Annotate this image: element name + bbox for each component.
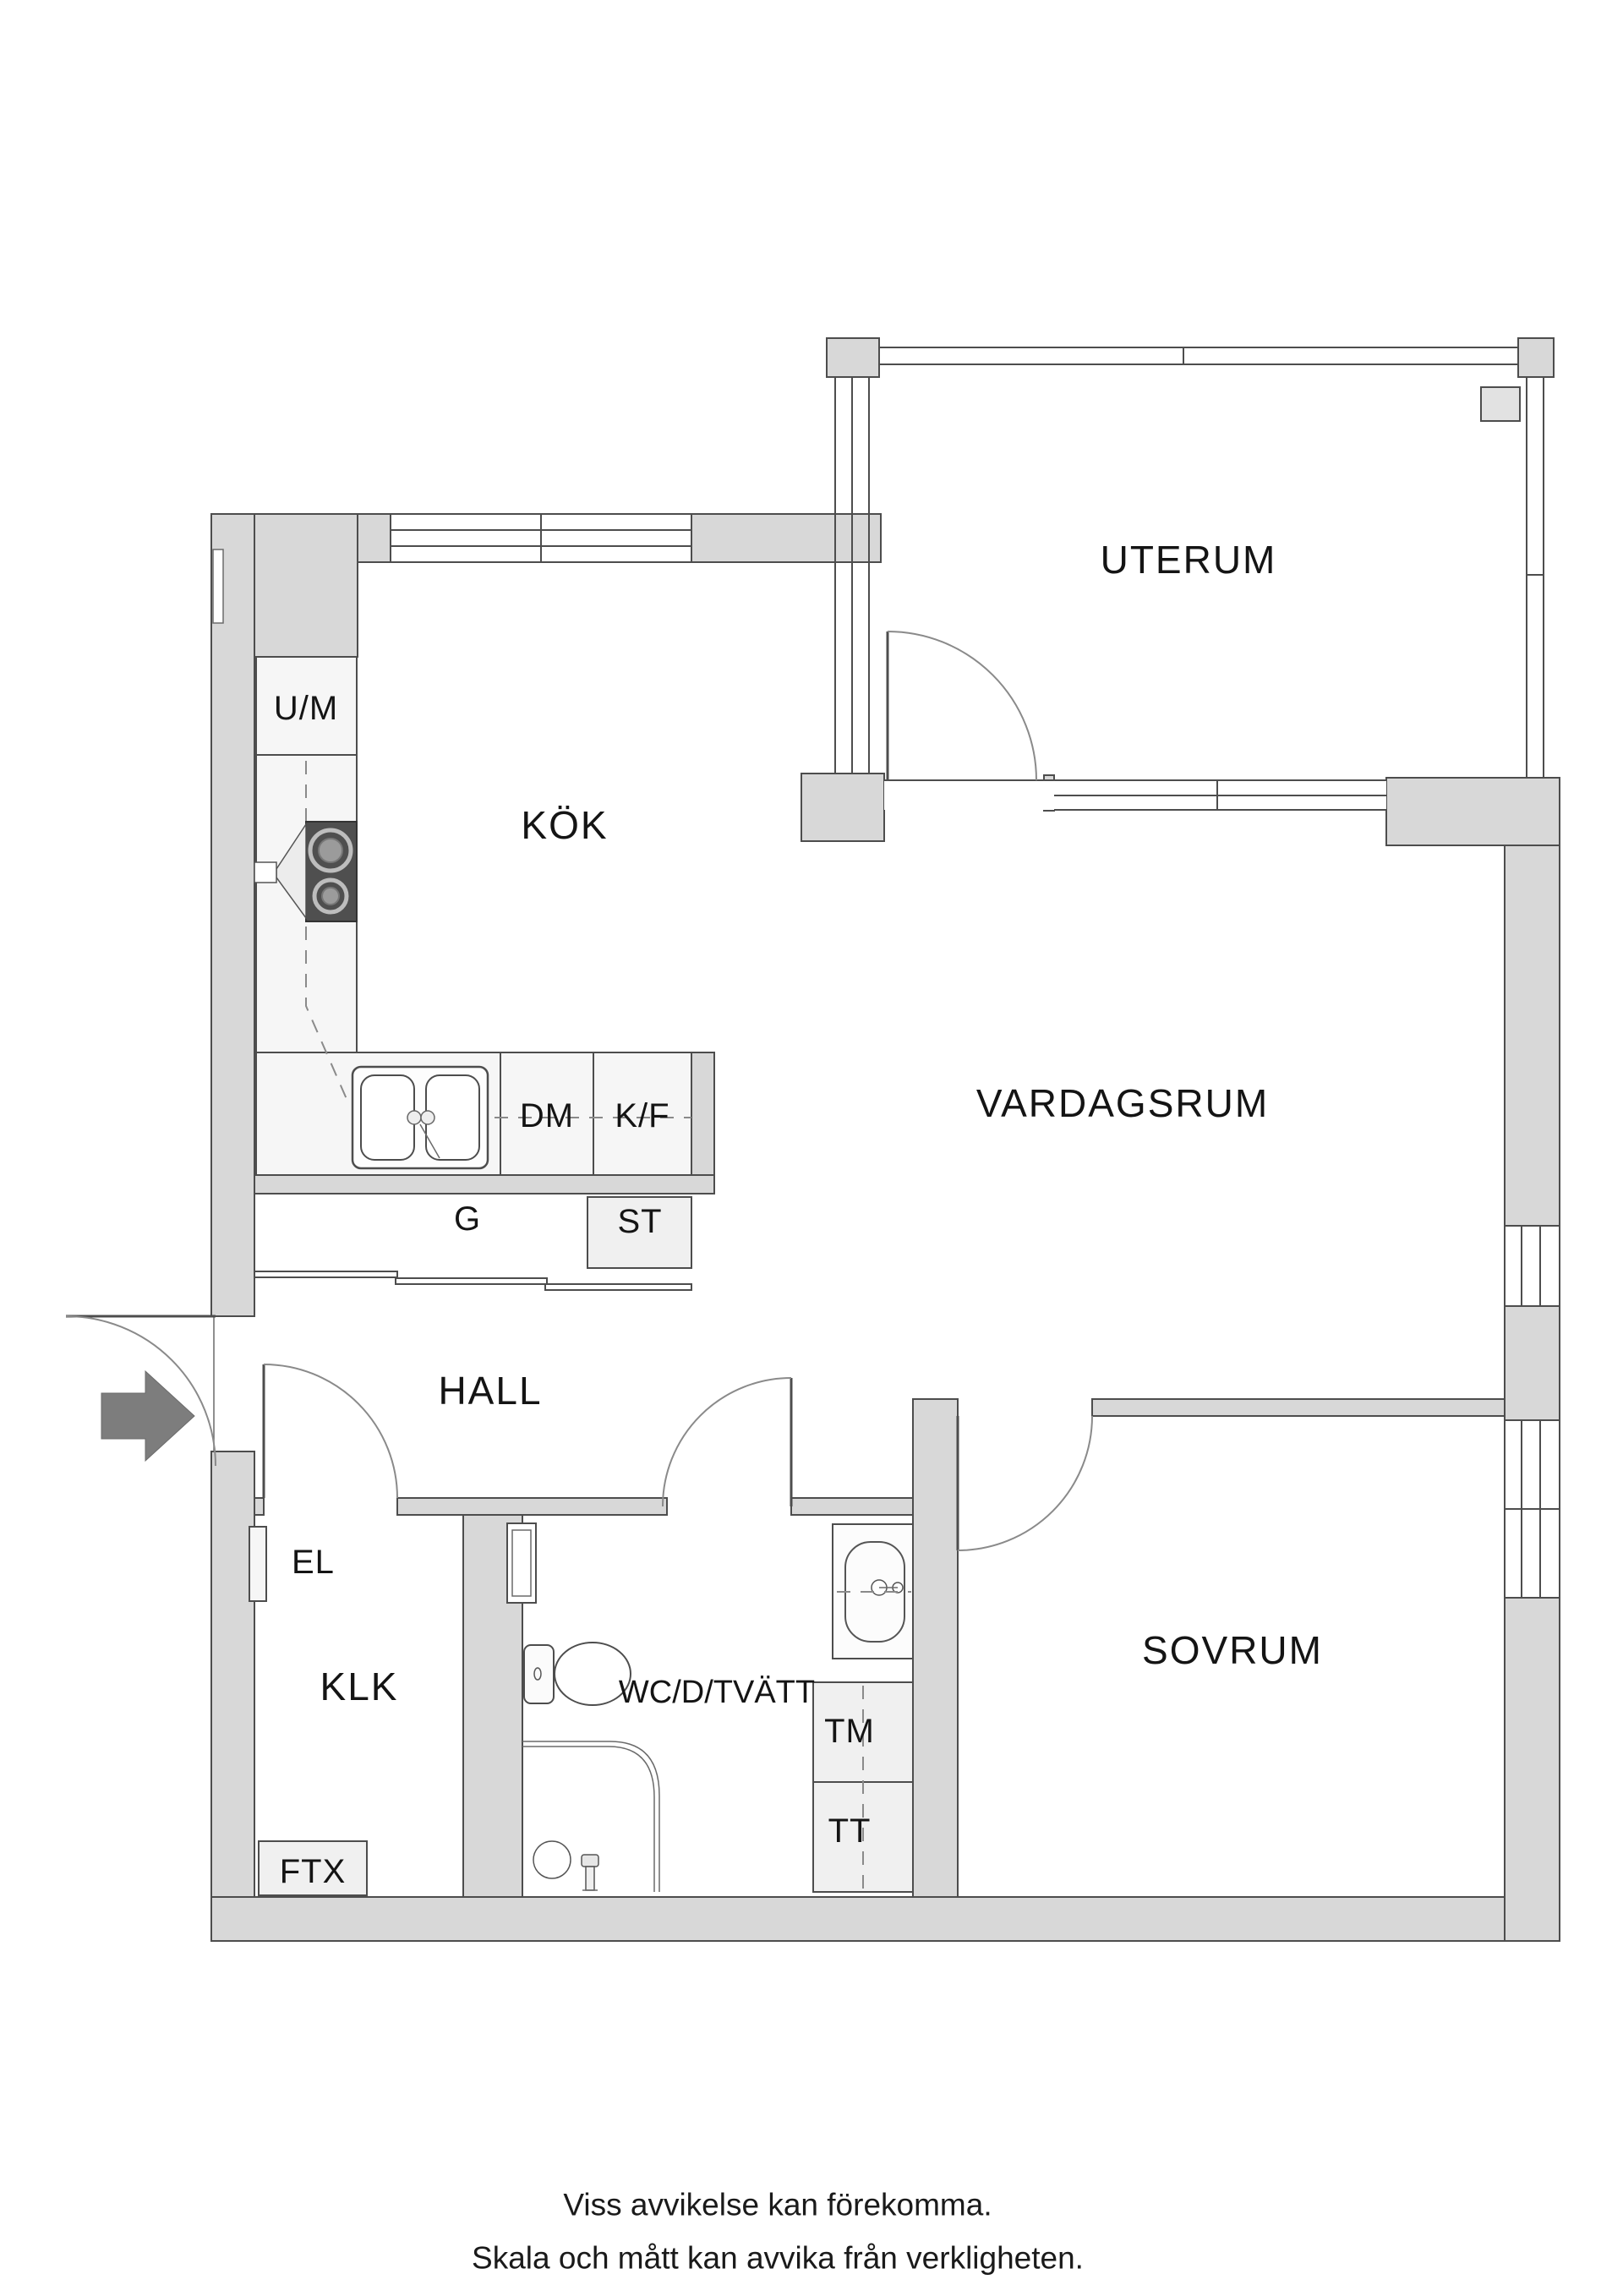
room-label-uterum: UTERUM (1101, 538, 1277, 582)
hood-icon (254, 822, 307, 921)
label-el: EL (292, 1544, 335, 1581)
klk-fixtures (249, 1526, 368, 1896)
footer-caption-line1: Viss avvikelse kan förekomma. (563, 2188, 992, 2222)
room-label-vardagsrum: VARDAGSRUM (976, 1081, 1269, 1125)
room-label-wc: WC/D/TVÄTT (619, 1675, 815, 1710)
ftx-unit (258, 1840, 368, 1896)
label-um: U/M (274, 690, 338, 727)
uterum-door (886, 631, 1037, 781)
room-label-klk: KLK (320, 1665, 399, 1708)
el-cabinet (249, 1526, 267, 1602)
label-dm: DM (520, 1097, 574, 1134)
washbasin-icon (832, 1523, 914, 1659)
uterum-glass-walls (826, 337, 1555, 778)
label-kf: K/F (615, 1097, 669, 1134)
um-cabinet (255, 656, 358, 756)
st-closet (587, 1196, 692, 1269)
sink-icon (351, 1065, 489, 1170)
entrance-arrow-icon (101, 1369, 195, 1462)
exterior-walls (210, 513, 1560, 1942)
room-label-hall: HALL (438, 1369, 542, 1413)
toilet-icon (523, 1642, 631, 1706)
stove-icon (305, 821, 358, 922)
footer-caption-line2: Skala och mått kan avvika från verklighe… (472, 2241, 1084, 2276)
klk-door (262, 1364, 398, 1499)
wc-fixtures (506, 1522, 914, 1893)
shower-icon (522, 1741, 660, 1892)
room-label-sovrum: SOVRUM (1142, 1628, 1323, 1672)
floor-drain-icon (533, 1840, 571, 1879)
tap-icon (581, 1854, 599, 1867)
laundry-machines (812, 1681, 914, 1893)
label-st: ST (617, 1203, 662, 1240)
label-tt: TT (828, 1812, 872, 1850)
interior-walls (254, 773, 1506, 1898)
sovrum-door (956, 1415, 1093, 1551)
wc-door (662, 1377, 793, 1507)
closets (254, 1196, 692, 1291)
uterum-vardagsrum-window-band (884, 779, 1386, 811)
kitchen-window (390, 513, 692, 563)
doors (65, 631, 1093, 1551)
label-ftx: FTX (280, 1853, 347, 1890)
label-g: G (454, 1200, 481, 1238)
right-wall-windows (1504, 1225, 1560, 1599)
label-tm: TM (824, 1713, 875, 1750)
vent-icon (1480, 386, 1521, 422)
room-label-kok: KÖK (521, 803, 608, 847)
entrance-door (65, 1315, 216, 1467)
